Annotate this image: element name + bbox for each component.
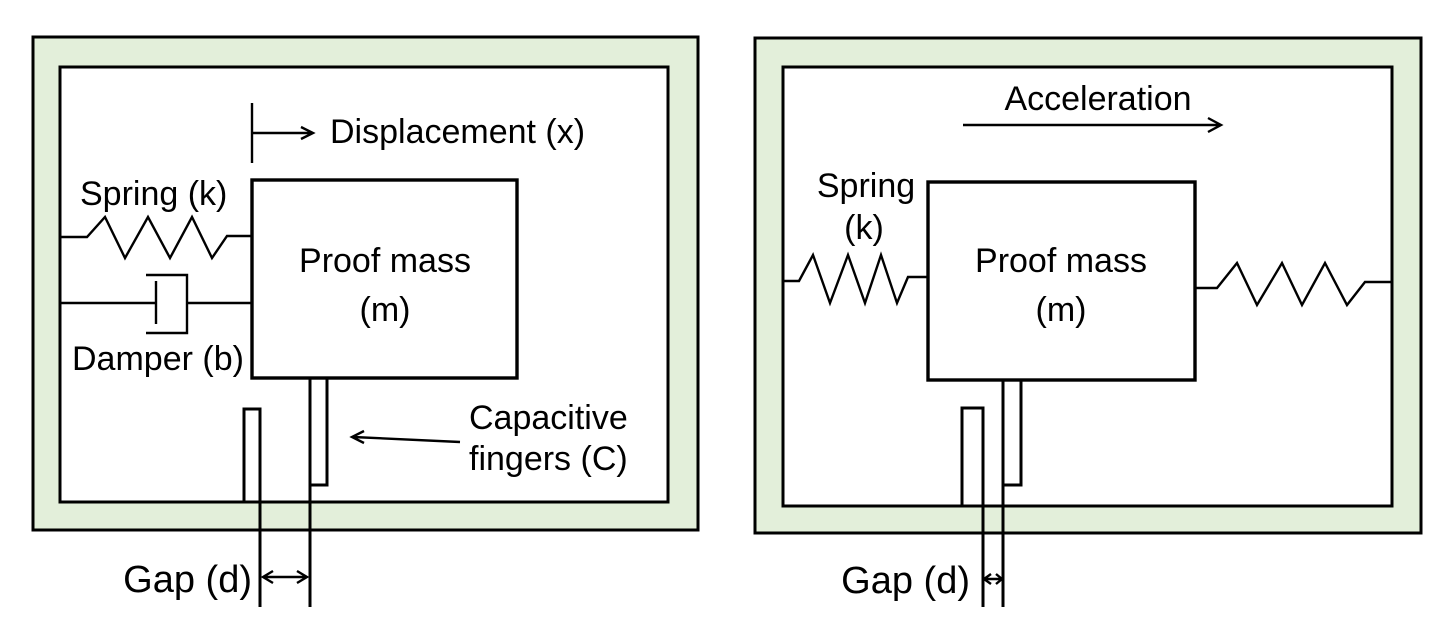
left-proof-mass — [250, 178, 519, 380]
capacitive-fingers-arrow — [349, 429, 461, 445]
right-gap-arrow — [981, 573, 1004, 585]
right-gap-label: Gap (d) — [841, 560, 970, 602]
right-proof-mass — [926, 180, 1197, 382]
displacement-label: Displacement (x) — [330, 113, 585, 151]
right-proof-mass-label-line2: (m) — [1036, 291, 1087, 329]
acceleration-label: Acceleration — [1004, 80, 1191, 118]
left-panel: Displacement (x) Spring (k) Damper (b) P… — [31, 35, 700, 607]
left-moving-finger — [308, 378, 329, 607]
right-fixed-finger — [960, 406, 985, 607]
right-spring-label-line1: Spring — [817, 167, 915, 205]
damper-label: Damper (b) — [72, 340, 244, 378]
left-spring-symbol — [60, 214, 252, 261]
left-fixed-finger — [242, 407, 262, 607]
right-spring-label-line2: (k) — [844, 209, 884, 247]
right-proof-mass-label-line1: Proof mass — [975, 242, 1147, 280]
capacitive-label-line2: fingers (C) — [469, 440, 628, 478]
right-moving-finger — [1001, 380, 1023, 607]
right-panel: Acceleration Spring (k) Proof mass (m) G… — [753, 36, 1423, 607]
damper-symbol — [60, 273, 252, 335]
left-proof-mass-label-line2: (m) — [360, 291, 411, 329]
right-panel-right-spring-symbol — [1195, 260, 1392, 308]
left-gap-arrow — [260, 569, 310, 585]
left-proof-mass-label-line1: Proof mass — [299, 242, 471, 280]
left-gap-label: Gap (d) — [123, 559, 252, 601]
left-spring-label: Spring (k) — [80, 175, 227, 213]
displacement-arrow — [252, 125, 316, 141]
acceleration-arrow — [963, 116, 1224, 134]
right-panel-left-spring-symbol — [783, 251, 928, 307]
capacitive-label-line1: Capacitive — [469, 399, 628, 437]
